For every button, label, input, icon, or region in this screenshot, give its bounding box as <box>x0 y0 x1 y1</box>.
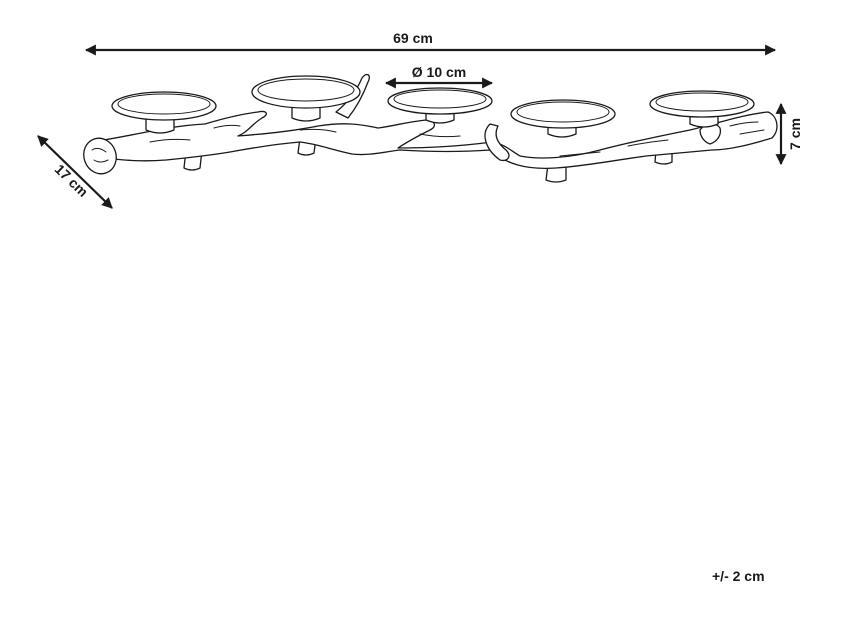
depth-dimension-arrow <box>37 135 113 209</box>
antler-candle-holder-drawing <box>83 73 778 183</box>
height-dimension: 7 cm <box>775 102 803 166</box>
candle-cup <box>649 90 755 118</box>
antler-cut-end <box>83 137 117 175</box>
diameter-dimension: Ø 10 cm <box>384 64 494 89</box>
candle-cup <box>510 99 616 129</box>
height-dimension-label: 7 cm <box>787 118 803 150</box>
depth-dimension-label: 17 cm <box>52 161 92 200</box>
width-dimension: 69 cm <box>84 30 777 56</box>
width-dimension-label: 69 cm <box>393 30 433 46</box>
antler-cut-end-texture <box>91 147 109 163</box>
antler-texture <box>149 121 765 157</box>
tolerance-note: +/- 2 cm <box>712 568 765 584</box>
candle-cup <box>387 87 493 115</box>
antler-tine <box>484 123 510 162</box>
diameter-dimension-label: Ø 10 cm <box>412 64 466 80</box>
candle-cup <box>251 75 361 109</box>
candle-cup <box>111 91 217 121</box>
antler-branch-body <box>103 110 778 170</box>
